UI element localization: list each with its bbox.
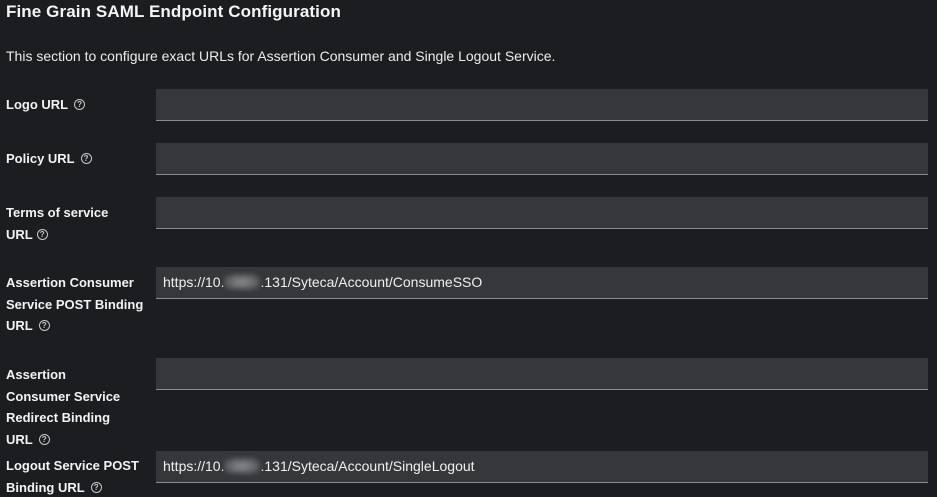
field-label: Logo URL? <box>6 94 144 116</box>
field-label: Assertion Consumer Service POST Binding … <box>6 272 144 337</box>
field-label-text: Logout Service POST Binding URL <box>6 458 139 495</box>
help-icon[interactable]: ? <box>90 481 102 493</box>
help-icon[interactable]: ? <box>38 433 50 445</box>
acs-post-binding-url-input[interactable]: https://10. .131/Syteca/Account/ConsumeSS… <box>156 267 928 299</box>
url-prefix: https://10. <box>163 274 225 290</box>
field-label: Assertion Consumer Service Redirect Bind… <box>6 364 126 450</box>
help-icon[interactable]: ? <box>74 99 86 111</box>
url-prefix: https://10. <box>163 458 225 474</box>
field-label-text: Policy URL <box>6 151 75 166</box>
url-suffix: .131/Syteca/Account/ConsumeSSO <box>260 274 483 290</box>
logout-service-post-binding-url-input[interactable]: https://10. .131/Syteca/Account/SingleLog… <box>156 451 928 483</box>
field-label-text: Terms of service URL <box>6 205 109 242</box>
help-icon[interactable]: ? <box>38 320 50 332</box>
field-label-text: Assertion Consumer Service Redirect Bind… <box>6 367 121 447</box>
help-icon[interactable]: ? <box>80 153 92 165</box>
section-title: Fine Grain SAML Endpoint Configuration <box>6 2 341 21</box>
redacted-blur <box>224 458 261 475</box>
field-label-text: Assertion Consumer Service POST Binding … <box>6 275 144 333</box>
help-icon[interactable]: ? <box>36 228 48 240</box>
field-label: Policy URL? <box>6 148 144 170</box>
field-label-text: Logo URL <box>6 97 69 112</box>
acs-redirect-binding-url-input[interactable] <box>156 358 928 390</box>
field-label: Terms of service URL? <box>6 202 136 245</box>
terms-of-service-url-input[interactable] <box>156 197 928 229</box>
logo-url-input[interactable] <box>156 89 928 121</box>
url-suffix: .131/Syteca/Account/SingleLogout <box>260 458 475 474</box>
redacted-blur <box>224 274 261 291</box>
field-label: Logout Service POST Binding URL? <box>6 455 144 497</box>
policy-url-input[interactable] <box>156 143 928 175</box>
section-description: This section to configure exact URLs for… <box>6 48 556 64</box>
